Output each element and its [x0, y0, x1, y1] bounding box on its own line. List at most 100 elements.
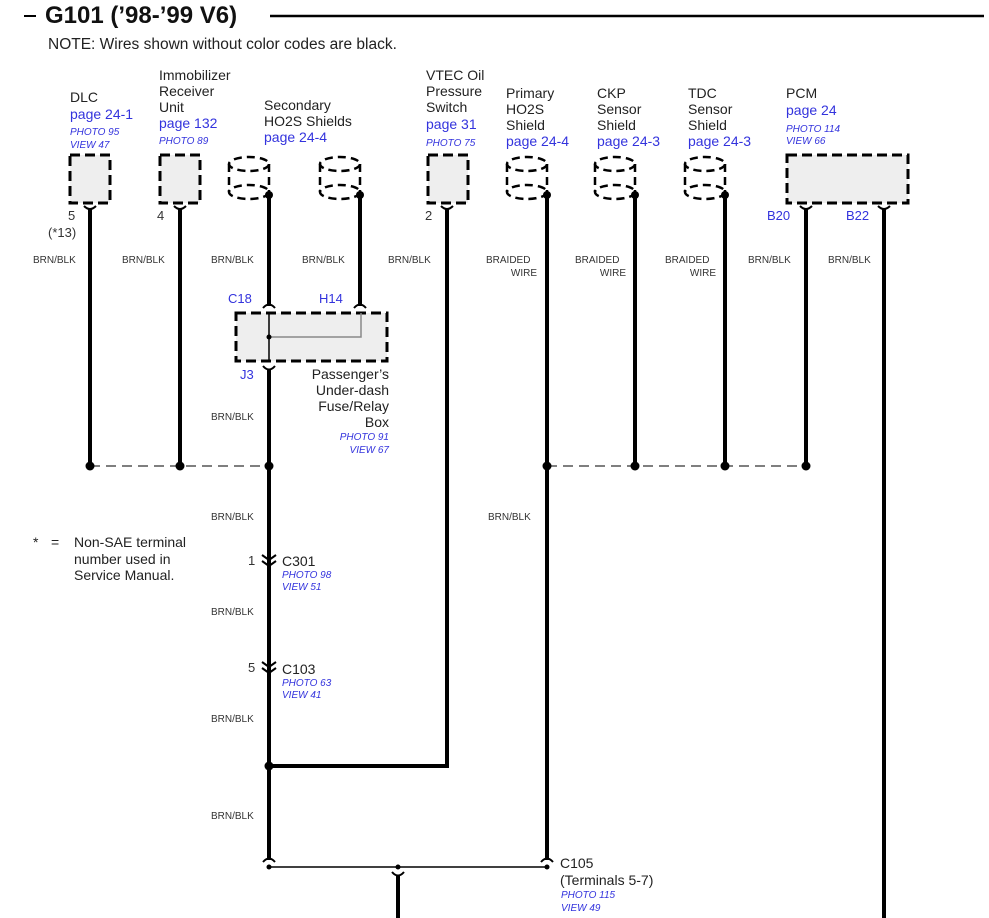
svg-text:page 24-1[interactable]: page 24-1 — [70, 106, 133, 122]
fuse-box-photo: PHOTO 91 — [340, 432, 389, 443]
wire-label: BRAIDED — [486, 255, 530, 266]
vtec-name-2: Pressure — [426, 83, 482, 99]
fuse-pin-c18: C18 — [228, 291, 252, 306]
svg-text:page 132[interactable]: page 132 — [159, 115, 218, 131]
ckp-page-link[interactable]: page 24-3 — [597, 133, 660, 149]
fuse-box-name-3: Fuse/Relay — [318, 398, 389, 414]
dlc-view: VIEW 47 — [70, 140, 110, 151]
connector-c301: 1 C301 PHOTO 98 VIEW 51 — [248, 553, 332, 593]
component-pcm: PCM page 24 PHOTO 114 VIEW 66 B20 B22 — [767, 85, 910, 223]
c105-photo: PHOTO 115 — [561, 890, 616, 901]
tdc-name-1: TDC — [688, 85, 717, 101]
pcm-page-link[interactable]: page 24 — [786, 102, 837, 118]
c103-photo: PHOTO 63 — [282, 678, 332, 689]
ckp-name-1: CKP — [597, 85, 626, 101]
secondary-ho2s-name-2: HO2S Shields — [264, 113, 352, 129]
diagram-title: G101 (’98-’99 V6) — [45, 2, 237, 29]
c105-terminal-icon — [391, 871, 405, 877]
svg-text:page 24-3[interactable]: page 24-3 — [597, 133, 660, 149]
immobilizer-photo: PHOTO 89 — [159, 136, 209, 147]
ckp-name-3: Shield — [597, 117, 636, 133]
wire-label: BRN/BLK — [388, 255, 431, 266]
vtec-pin: 2 — [425, 208, 432, 223]
dlc-photo: PHOTO 95 — [70, 127, 120, 138]
wire-label: BRN/BLK — [33, 255, 76, 266]
shield-icon-secondary-ho2s-1 — [227, 155, 273, 201]
vtec-name-3: Switch — [426, 99, 467, 115]
wire-label: BRN/BLK — [211, 412, 254, 423]
immobilizer-name-3: Unit — [159, 99, 184, 115]
component-immobilizer: Immobilizer Receiver Unit page 132 PHOTO… — [157, 67, 231, 223]
wire-label: BRN/BLK — [211, 811, 254, 822]
splice-dot — [801, 461, 811, 471]
fuse-pin-h14: H14 — [319, 291, 343, 306]
splice-dot — [542, 461, 552, 471]
fuse-relay-box: C18 H14 J3 Passenger’s Under-dash Fuse/R… — [228, 291, 389, 456]
svg-text:page 24-4[interactable]: page 24-4 — [506, 133, 569, 149]
component-tdc: TDC Sensor Shield page 24-3 — [688, 85, 751, 149]
secondary-ho2s-name-1: Secondary — [264, 97, 331, 113]
footnote-line-3: Service Manual. — [74, 567, 174, 583]
wire-label: WIRE — [600, 268, 626, 279]
splice-dot — [175, 461, 185, 471]
pcm-name: PCM — [786, 85, 817, 101]
tdc-name-3: Shield — [688, 117, 727, 133]
c103-view: VIEW 41 — [282, 690, 321, 701]
pcm-photo: PHOTO 114 — [786, 124, 841, 135]
svg-text:page 24-4[interactable]: page 24-4 — [264, 129, 327, 145]
pcm-pin-b22: B22 — [846, 208, 869, 223]
c301-connector-icon — [261, 554, 277, 568]
c105-terminal-icon — [540, 857, 554, 863]
c105-pin-dot — [544, 864, 550, 870]
connector-c103: 5 C103 PHOTO 63 VIEW 41 — [248, 660, 332, 701]
wire-label: BRAIDED — [665, 255, 709, 266]
wire-label: BRN/BLK — [211, 512, 254, 523]
c301-view: VIEW 51 — [282, 582, 321, 593]
svg-text:page 31[interactable]: page 31 — [426, 116, 477, 132]
immobilizer-name-2: Receiver — [159, 83, 215, 99]
c105-terminal-icon — [262, 857, 276, 863]
c105-pin-dot — [266, 864, 272, 870]
wire-label: WIRE — [511, 268, 537, 279]
fuse-box-internal-splice — [266, 334, 272, 340]
wire-label: BRN/BLK — [302, 255, 345, 266]
pcm-pin-b20: B20 — [767, 208, 790, 223]
immobilizer-pin: 4 — [157, 208, 164, 223]
wire-label: BRAIDED — [575, 255, 619, 266]
shield-icon-tdc — [683, 155, 729, 201]
vtec-page-link[interactable]: page 31 — [426, 116, 477, 132]
immobilizer-page-link[interactable]: page 132 — [159, 115, 218, 131]
tdc-page-link[interactable]: page 24-3 — [688, 133, 751, 149]
wire-label: BRN/BLK — [828, 255, 871, 266]
dlc-box — [68, 153, 112, 205]
dlc-pin: 5 — [68, 208, 75, 223]
component-ckp: CKP Sensor Shield page 24-3 — [597, 85, 660, 149]
fuse-box-name-1: Passenger’s — [312, 366, 389, 382]
fuse-box-name-2: Under-dash — [316, 382, 389, 398]
fuse-box-internal-path — [269, 313, 362, 338]
component-secondary-ho2s: Secondary HO2S Shields page 24-4 — [264, 97, 352, 145]
shield-icon-ckp — [593, 155, 639, 201]
dlc-page-link[interactable]: page 24-1 — [70, 106, 133, 122]
note-text: NOTE: Wires shown without color codes ar… — [48, 36, 397, 53]
pcm-box — [785, 153, 910, 205]
shield-icon-secondary-ho2s-2 — [318, 155, 364, 201]
terminal-icon — [262, 365, 276, 371]
primary-ho2s-page-link[interactable]: page 24-4 — [506, 133, 569, 149]
connector-c105: C105 (Terminals 5-7) PHOTO 115 VIEW 49 — [262, 855, 653, 914]
svg-text:page 24[interactable]: page 24 — [786, 102, 837, 118]
secondary-ho2s-page-link[interactable]: page 24-4 — [264, 129, 327, 145]
dlc-pin-alt: (*13) — [48, 225, 76, 240]
component-dlc: DLC page 24-1 PHOTO 95 VIEW 47 5 (*13) — [48, 89, 133, 240]
wire-label: BRN/BLK — [211, 714, 254, 725]
shield-icon-primary-ho2s — [505, 155, 551, 201]
dlc-name: DLC — [70, 89, 98, 105]
footnote-line-2: number used in — [74, 551, 171, 567]
fuse-pin-j3: J3 — [240, 367, 254, 382]
tdc-name-2: Sensor — [688, 101, 733, 117]
svg-text:page 24-3[interactable]: page 24-3 — [688, 133, 751, 149]
component-primary-ho2s: Primary HO2S Shield page 24-4 — [506, 85, 569, 149]
c301-name: C301 — [282, 553, 316, 569]
c105-pin-dot — [395, 864, 401, 870]
